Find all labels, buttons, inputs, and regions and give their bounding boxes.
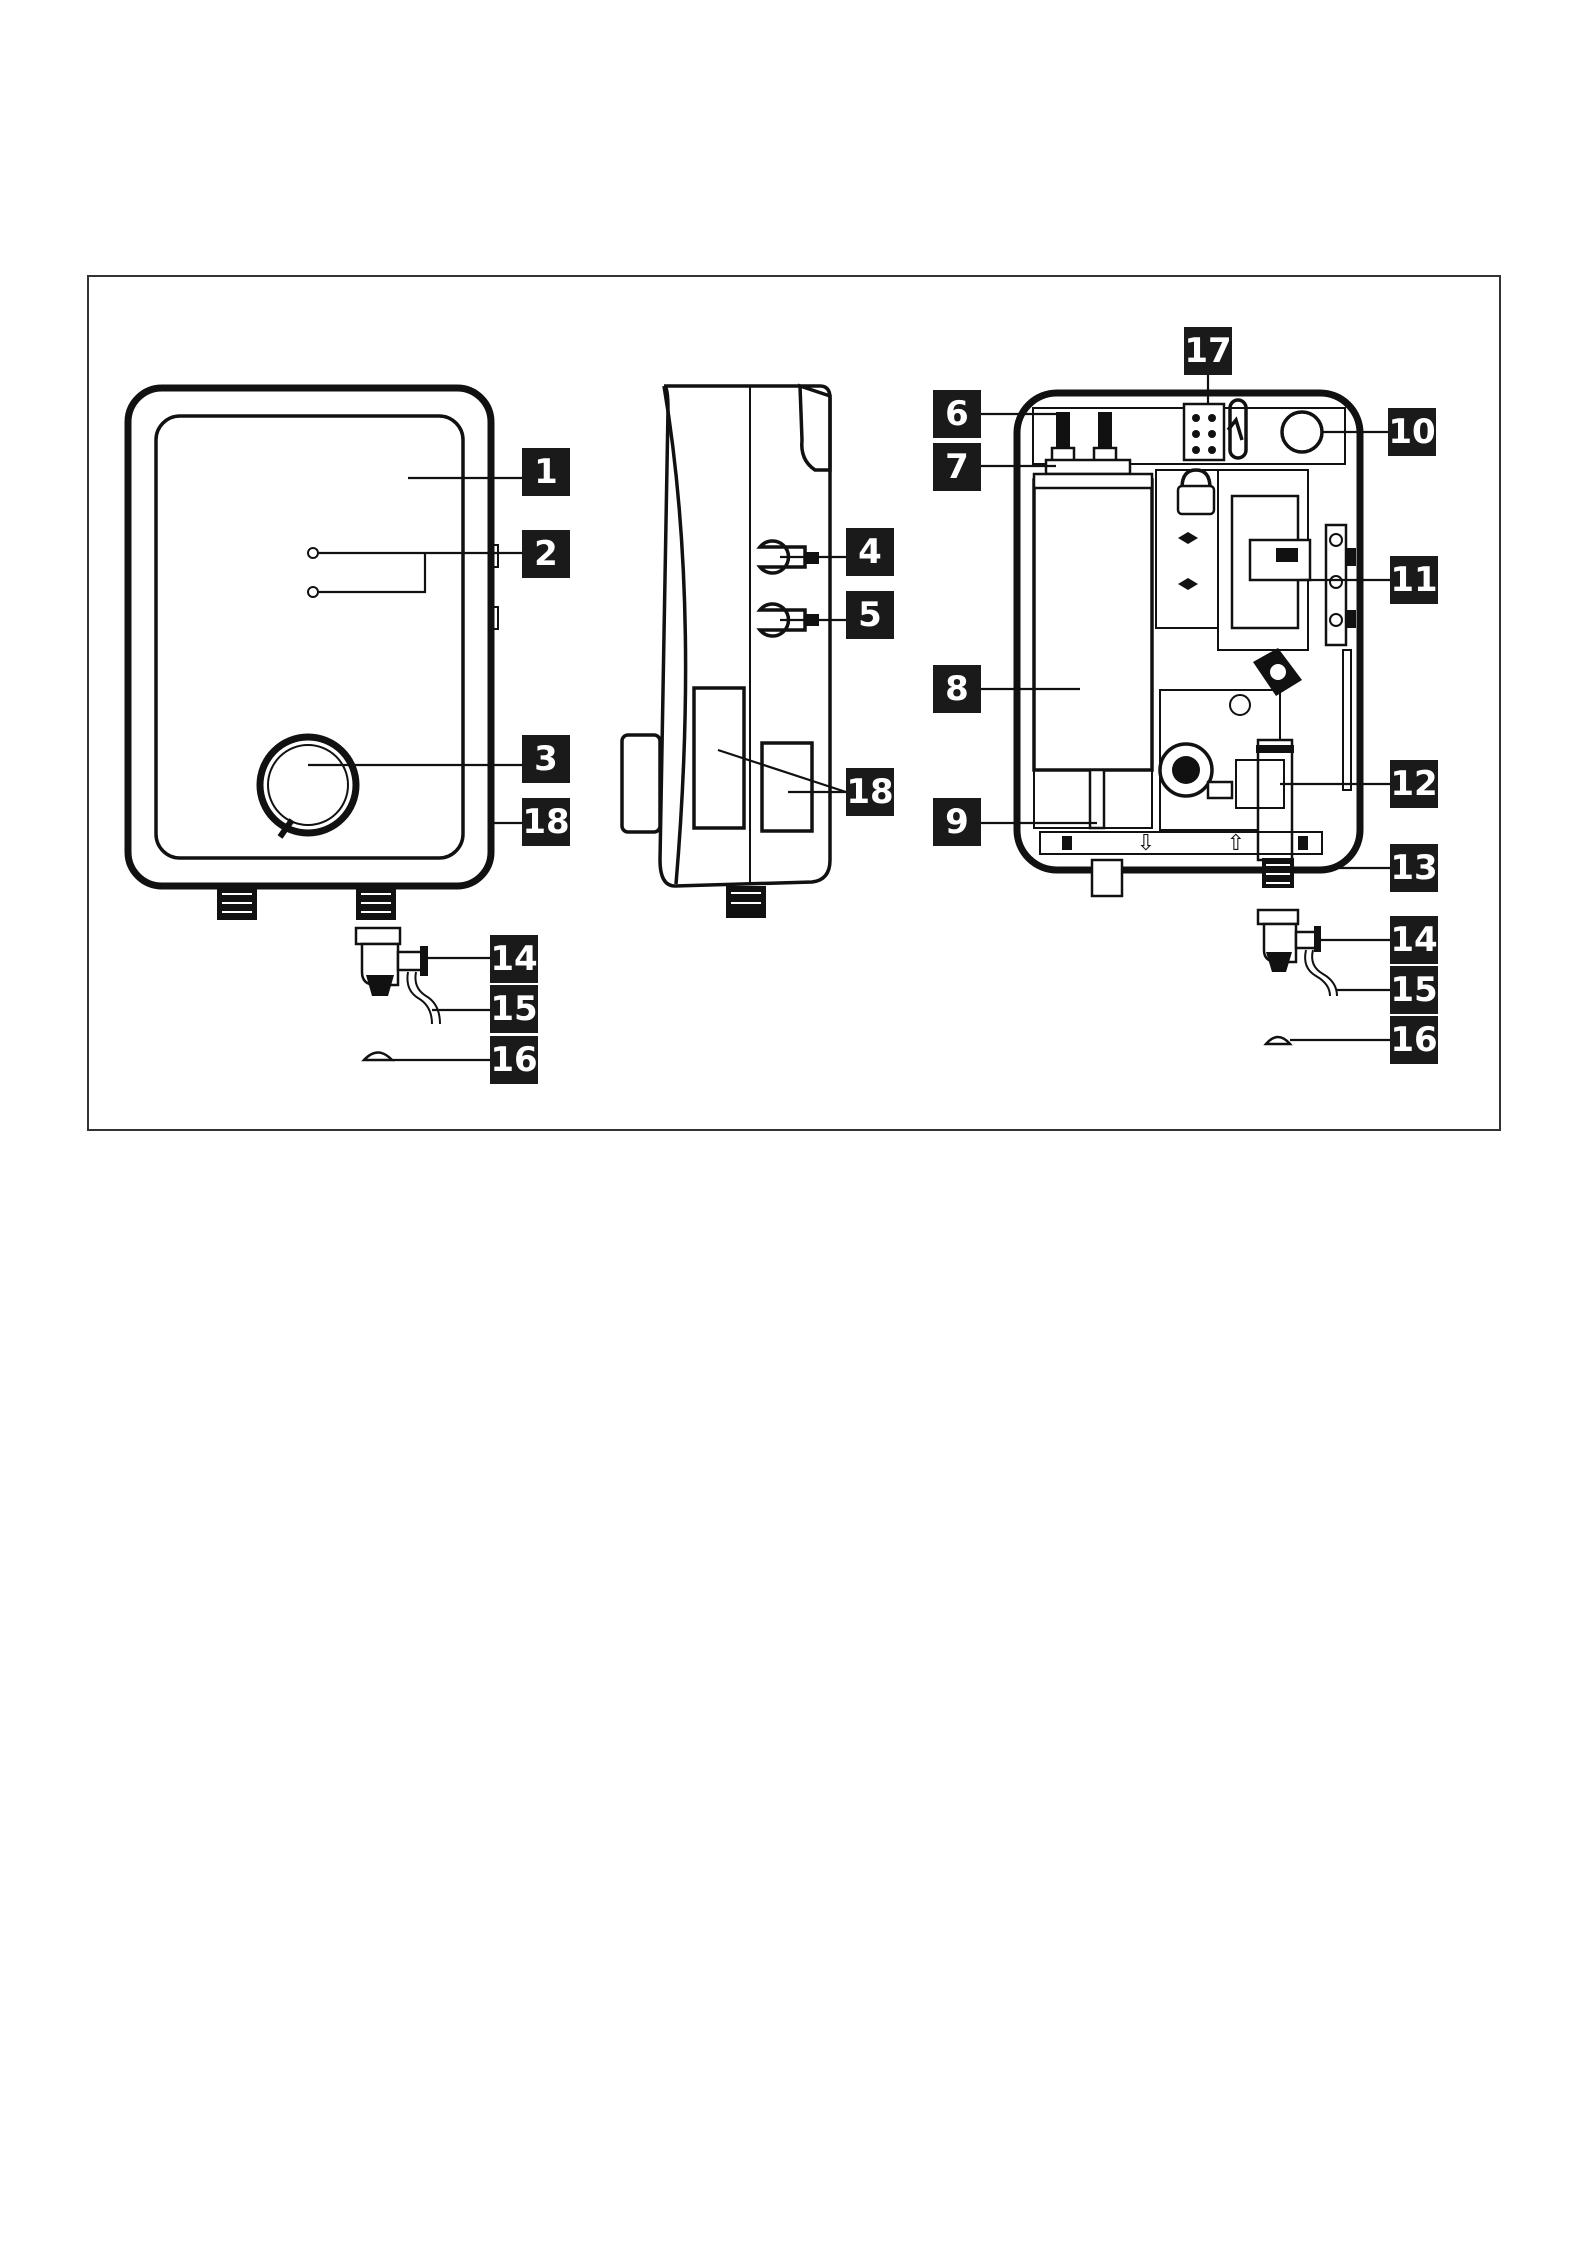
callout-14-front-label: 14: [490, 939, 537, 979]
callout-7: 7: [933, 443, 981, 491]
internal-view: ⇩ ⇧: [1017, 393, 1360, 1044]
callout-10: 10: [1388, 408, 1436, 456]
flow-arrow-up: ⇧: [1227, 831, 1245, 856]
callout-2: 2: [522, 530, 570, 578]
callout-12: 12: [1390, 760, 1438, 808]
callout-16-front-label: 16: [490, 1040, 537, 1080]
callout-18-side: 18: [846, 768, 894, 816]
side-label-panel-right: [762, 743, 812, 831]
callout-11: 11: [1390, 556, 1438, 604]
heating-element-top-cap: [1034, 474, 1152, 488]
callout-17: 17: [1184, 327, 1232, 375]
callout-18-front-label: 18: [522, 802, 569, 842]
callout-6: 6: [933, 390, 981, 438]
callout-16-internal: 16: [1390, 1016, 1438, 1064]
callout-14-internal-label: 14: [1390, 920, 1437, 960]
diagram-frame: [88, 276, 1500, 1130]
inlet-pipe-column: [1090, 770, 1104, 828]
power-terminal-left: [1052, 412, 1074, 464]
cable-entry-grommet: [1282, 412, 1322, 452]
callout-14-internal: 14: [1390, 916, 1438, 964]
callout-17-label: 17: [1184, 331, 1231, 371]
callout-7-label: 7: [945, 447, 969, 487]
callout-9: 9: [933, 798, 981, 846]
callout-4: 4: [846, 528, 894, 576]
earth-terminal-block: [1184, 404, 1224, 460]
callout-4-label: 4: [858, 532, 882, 572]
leader-lines: [308, 375, 1390, 1060]
temperature-knob: [260, 737, 356, 837]
safety-lock-icon: [1178, 470, 1214, 514]
callout-3: 3: [522, 735, 570, 783]
outlet-tube-band: [1256, 745, 1294, 753]
bottom-screw-right: [1298, 836, 1308, 850]
callout-3-label: 3: [534, 739, 558, 779]
callout-2-label: 2: [534, 534, 558, 574]
pressure-relief-valve-internal: [1258, 910, 1321, 972]
indicator-light-bottom: [308, 587, 318, 597]
callout-15-front: 15: [490, 985, 538, 1033]
callout-11-label: 11: [1390, 560, 1437, 600]
mount-screw-2: [1178, 578, 1198, 590]
callout-15-internal-label: 15: [1390, 970, 1437, 1010]
front-outer-casing: [128, 388, 491, 886]
callout-6-label: 6: [945, 394, 969, 434]
callout-18-side-label: 18: [846, 772, 893, 812]
callout-8-label: 8: [945, 669, 969, 709]
mount-screw-1: [1178, 532, 1198, 544]
thermostat-sensor: [1253, 648, 1302, 696]
drain-hose-internal: [1305, 950, 1330, 996]
callout-14-front: 14: [490, 935, 538, 983]
drain-hose-internal-inner: [1312, 950, 1337, 996]
callout-15-internal: 15: [1390, 966, 1438, 1014]
power-terminal-right: [1094, 412, 1116, 464]
flow-arrow-down: ⇩: [1137, 831, 1155, 856]
side-label-panel-left: [694, 688, 744, 828]
callout-15-front-label: 15: [490, 989, 537, 1029]
side-water-pipe: [726, 886, 766, 918]
internal-outlet-nozzle: [1262, 858, 1294, 888]
bottom-screw-left: [1062, 836, 1072, 850]
callout-18-front: 18: [522, 798, 570, 846]
heating-element-cylinder: [1034, 480, 1152, 770]
flow-switch-assembly: [1218, 470, 1356, 650]
callout-1: 1: [522, 448, 570, 496]
callout-16-front: 16: [490, 1036, 538, 1084]
leader-18b-1: [718, 750, 846, 792]
callout-5: 5: [846, 591, 894, 639]
callout-8: 8: [933, 665, 981, 713]
temperature-potentiometer: [1160, 744, 1232, 798]
front-water-inlet-pipe: [217, 888, 257, 920]
washer-internal: [1266, 1037, 1290, 1044]
board-mount-hole: [1230, 695, 1250, 715]
callout-16-internal-label: 16: [1390, 1020, 1437, 1060]
callout-10-label: 10: [1388, 412, 1435, 452]
leader-2b: [319, 553, 425, 592]
callout-13-label: 13: [1390, 848, 1437, 888]
internal-inlet-nozzle: [1092, 860, 1122, 896]
front-cover-panel: [156, 416, 463, 858]
side-top-bracket: [800, 386, 830, 470]
washer-front: [364, 1053, 392, 1061]
indicator-light-top: [308, 548, 318, 558]
right-rail: [1343, 650, 1351, 790]
front-view: [128, 388, 498, 1060]
callout-5-label: 5: [858, 595, 882, 635]
side-view: [622, 386, 830, 918]
callout-1-label: 1: [534, 452, 558, 492]
side-knob-protrusion: [622, 735, 660, 832]
outlet-tube: [1258, 740, 1292, 860]
callout-13: 13: [1390, 844, 1438, 892]
callout-9-label: 9: [945, 802, 969, 842]
front-water-outlet-pipe: [356, 888, 396, 920]
terminal-base: [1046, 460, 1130, 474]
callout-12-label: 12: [1390, 764, 1437, 804]
